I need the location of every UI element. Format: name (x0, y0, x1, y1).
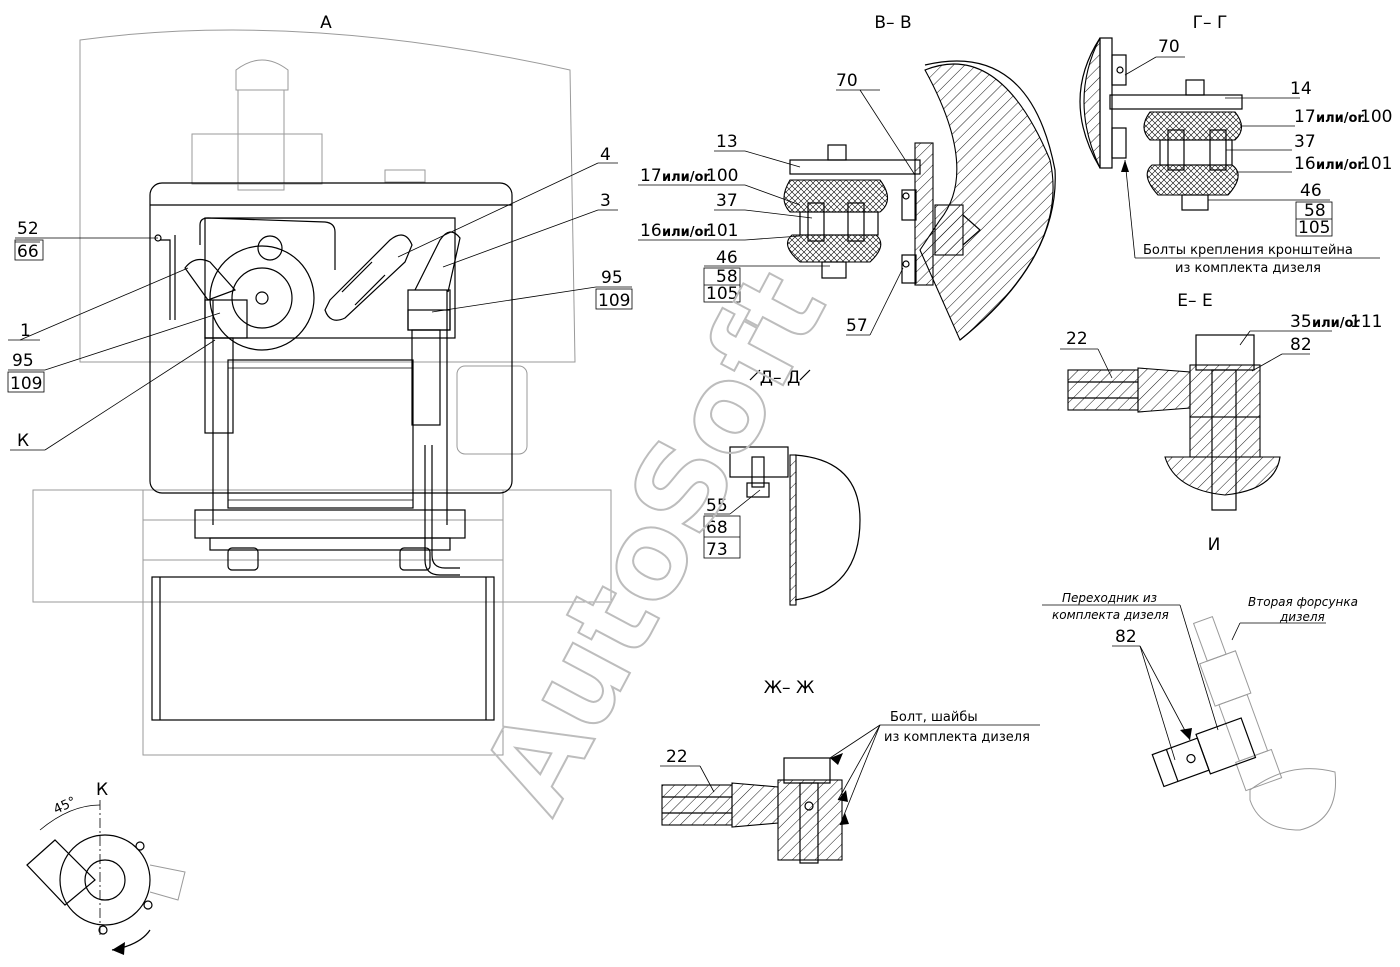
bb-label-17: 17 (640, 166, 662, 186)
label-k-leader: К (17, 431, 29, 451)
i-adapter-line2: комплекта дизеля (1052, 608, 1169, 622)
label-52: 52 (17, 219, 39, 239)
label-109-right: 109 (598, 291, 630, 311)
gg-label-101: 101 (1360, 154, 1392, 174)
gg-or-1: или/or (1316, 111, 1364, 126)
view-ee-title: Е– Е (1177, 291, 1212, 311)
view-gg: Г– Г 70 14 17 или/or 100 37 16 или/or 10… (1079, 13, 1392, 276)
view-ee: Е– Е 22 35 или/or 111 82 (1060, 291, 1382, 511)
gg-label-14: 14 (1290, 79, 1312, 99)
zh-label-22: 22 (666, 747, 688, 767)
gg-label-37: 37 (1294, 132, 1316, 152)
view-dd-title: Д– Д (760, 368, 800, 388)
ee-label-82: 82 (1290, 335, 1312, 355)
view-a-title: А (320, 13, 332, 33)
view-i: И Переходник из комплекта дизеля Вторая … (1042, 535, 1358, 831)
bb-label-16: 16 (640, 221, 662, 241)
dd-label-68: 68 (706, 518, 728, 538)
bb-or-2: или/or (662, 225, 710, 240)
i-injector-line2: дизеля (1279, 610, 1325, 624)
bb-label-57: 57 (846, 316, 868, 336)
bb-label-37: 37 (716, 191, 738, 211)
view-zhzh: Ж– Ж 22 Болт, шайбы из комплекта дизеля (660, 678, 1040, 864)
label-3: 3 (600, 191, 611, 211)
bb-label-105: 105 (706, 284, 738, 304)
label-66: 66 (17, 242, 39, 262)
label-109-left: 109 (10, 374, 42, 394)
zh-note-line1: Болт, шайбы (890, 710, 978, 725)
ee-label-111: 111 (1350, 312, 1382, 332)
bb-label-13: 13 (716, 132, 738, 152)
view-zhzh-title: Ж– Ж (764, 678, 815, 698)
bb-or-1: или/or (662, 170, 710, 185)
gg-label-105: 105 (1298, 218, 1330, 238)
view-k-title: К (96, 780, 108, 800)
gg-bolts-line1: Болты крепления кронштейна (1143, 243, 1353, 258)
bb-label-101: 101 (706, 221, 738, 241)
view-gg-title: Г– Г (1193, 13, 1228, 33)
gg-label-46: 46 (1300, 181, 1322, 201)
label-1: 1 (20, 321, 31, 341)
i-injector-line1: Вторая форсунка (1248, 595, 1358, 609)
gg-label-16: 16 (1294, 154, 1316, 174)
i-label-82: 82 (1115, 627, 1137, 647)
label-4: 4 (600, 145, 611, 165)
bb-label-70: 70 (836, 71, 858, 91)
ee-label-35: 35 (1290, 312, 1312, 332)
gg-bolts-line2: из комплекта дизеля (1175, 261, 1321, 276)
gg-label-58: 58 (1304, 201, 1326, 221)
view-k: К 45° (26, 780, 186, 955)
view-bb: В– В 70 13 17 или/or 100 (638, 13, 1056, 341)
bb-label-58: 58 (716, 267, 738, 287)
gg-label-70: 70 (1158, 37, 1180, 57)
bb-label-46: 46 (716, 248, 738, 268)
angle-45: 45° (51, 794, 78, 817)
dd-label-73: 73 (706, 540, 728, 560)
dd-label-55: 55 (706, 496, 728, 516)
gg-label-100: 100 (1360, 107, 1392, 127)
bb-label-100: 100 (706, 166, 738, 186)
gg-or-2: или/or (1316, 158, 1364, 173)
view-a: А (7, 13, 633, 756)
ee-or: или/or (1312, 316, 1360, 331)
view-dd: Д– Д 55 68 73 (703, 368, 861, 606)
view-i-title: И (1208, 535, 1221, 555)
label-95-left: 95 (12, 351, 34, 371)
i-adapter-line1: Переходник из (1062, 591, 1157, 605)
label-95-right: 95 (601, 268, 623, 288)
view-bb-title: В– В (874, 13, 911, 33)
zh-note-line2: из комплекта дизеля (884, 730, 1030, 745)
gg-label-17: 17 (1294, 107, 1316, 127)
ee-label-22: 22 (1066, 329, 1088, 349)
